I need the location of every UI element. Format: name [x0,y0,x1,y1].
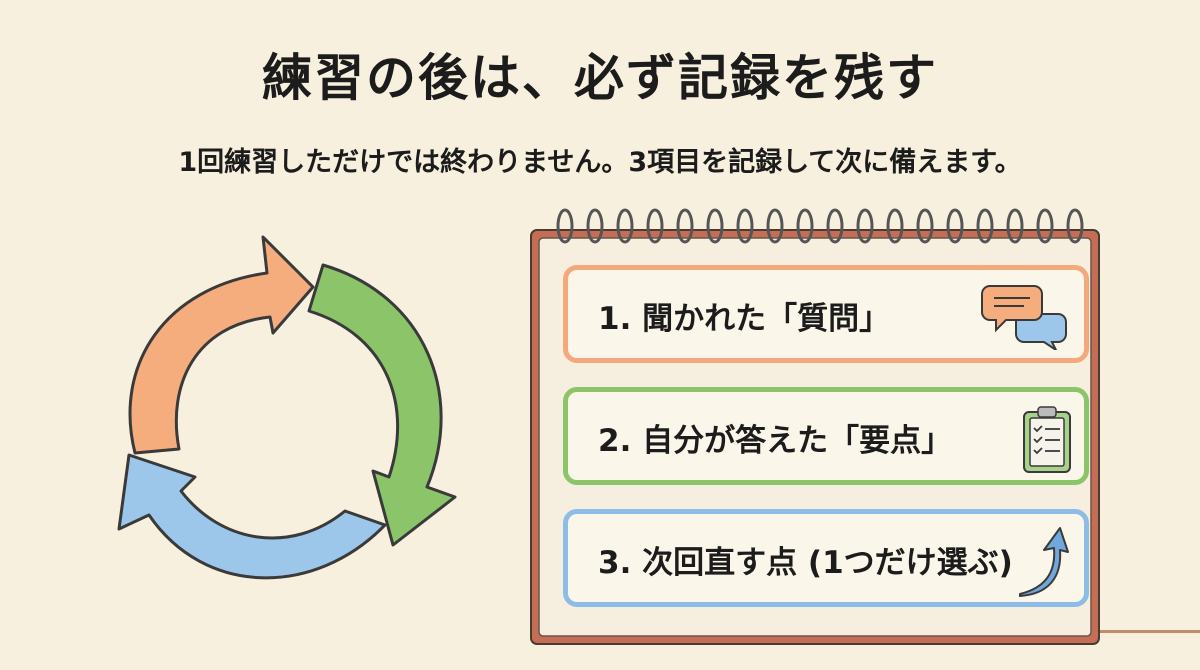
clipboard-checklist-icon [1023,406,1071,473]
cycle-diagram [117,235,457,580]
table-edge [1100,630,1200,633]
record-item-question: 1. 聞かれた「質問」 [563,265,1089,363]
record-item-label: 2. 自分が答えた「要点」 [598,423,953,459]
spiral-binding [556,208,1084,244]
record-item-label: 3. 次回直す点 (1つだけ選ぶ) [598,545,1013,581]
speech-bubbles-icon [981,285,1067,350]
curved-arrow-icon [1019,527,1069,597]
blue-arrow [117,453,387,580]
record-item-label: 1. 聞かれた「質問」 [598,301,891,337]
orange-arrow [128,235,315,455]
page-title: 練習の後は、必ず記録を残す [262,49,938,107]
record-item-next-fix: 3. 次回直す点 (1つだけ選ぶ) [563,509,1089,607]
page-subtitle: 1回練習しただけでは終わりません。3項目を記録して次に備えます。 [178,147,1022,178]
record-item-key-points: 2. 自分が答えた「要点」 [563,387,1089,485]
green-arrow [307,263,457,547]
